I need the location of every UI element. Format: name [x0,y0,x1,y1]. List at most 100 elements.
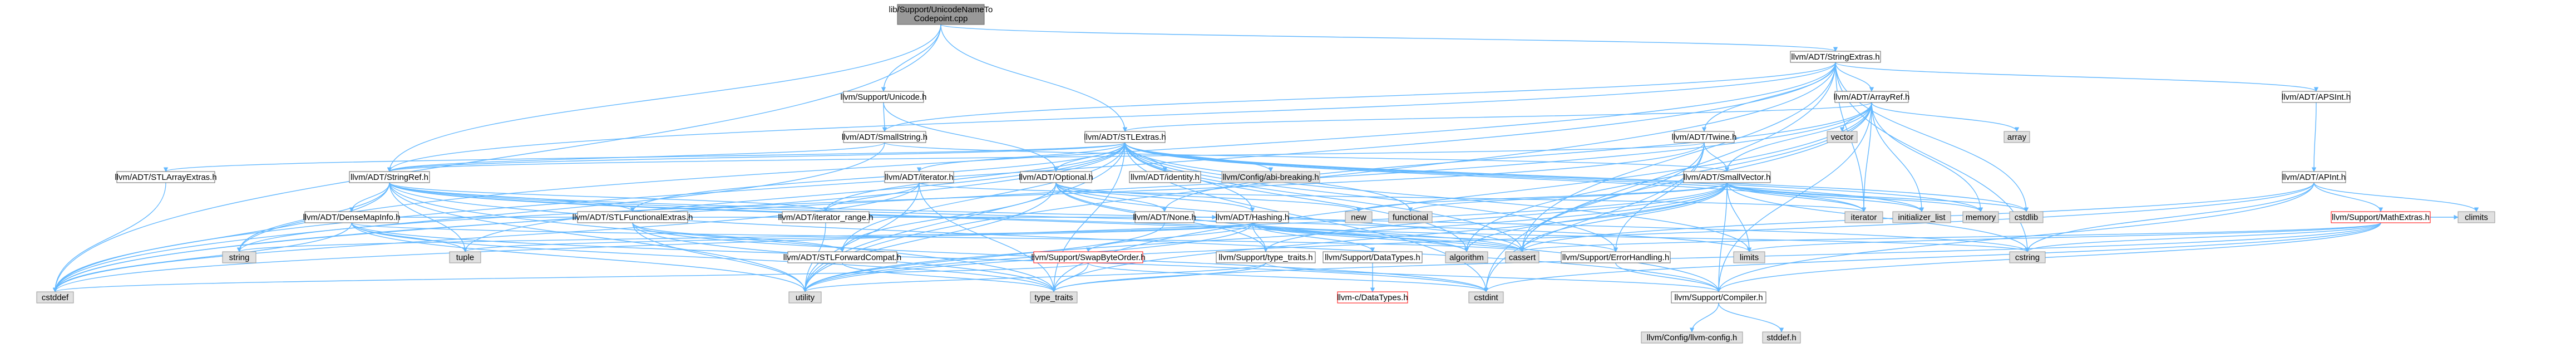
node-stlarrayextras[interactable]: llvm/ADT/STLArrayExtras.h [115,171,217,183]
edge-smallvector-to-compiler [1716,182,1728,292]
edge-densemapinfo-to-utility [351,222,808,292]
node-label-type_traits: type_traits [1034,293,1073,302]
edge-mathextras-to-type_traits [1052,222,2381,292]
node-label-root-1: Codepoint.cpp [914,14,968,23]
node-label-memory: memory [1966,213,1996,222]
node-densemapinfo[interactable]: llvm/ADT/DenseMapInfo.h [303,211,401,223]
node-label-mathextras: llvm/Support/MathExtras.h [2332,213,2430,222]
edge-optional-to-hashing [1055,182,1255,212]
node-label-errorhandling: llvm/Support/ErrorHandling.h [1562,253,1670,262]
node-apsint[interactable]: llvm/ADT/APSInt.h [2282,91,2351,103]
node-twine[interactable]: llvm/ADT/Twine.h [1672,131,1737,143]
node-apint[interactable]: llvm/ADT/APInt.h [2282,171,2346,183]
node-stlforwardcompat[interactable]: llvm/ADT/STLForwardCompat.h [783,251,902,263]
edge-densemapinfo-to-cstddef [52,222,352,292]
edge-smallvector-to-utility [802,182,1728,292]
node-unicode[interactable]: llvm/Support/Unicode.h [840,91,927,103]
node-string: string [222,251,256,263]
node-box-initializerlist [1892,211,1951,223]
edge-stlextras-to-stlforwardcompat [840,142,1126,252]
node-label-initializerlist: initializer_list [1898,213,1946,222]
node-smallstring[interactable]: llvm/ADT/SmallString.h [842,131,927,143]
edge-hashing-to-swapbyteorder [1085,222,1253,252]
edge-twine-to-stringref [387,142,1705,172]
edge-hashing-to-cassert [1252,222,1525,252]
edge-stlextras-to-iteratorrange [823,142,1126,212]
node-compiler[interactable]: llvm/Support/Compiler.h [1671,291,1766,304]
node-stringref[interactable]: llvm/ADT/StringRef.h [349,171,430,183]
node-box-array [2003,131,2030,143]
node-tuple: tuple [449,251,481,263]
node-label-datatypes: llvm/Support/DataTypes.h [1325,253,1420,262]
node-box-vector [1827,131,1858,143]
edge-hashing-to-tuple [463,222,1253,252]
edge-iterator-to-iteratorstd [919,182,1866,212]
edge-smallvector-to-limits [1726,182,1752,252]
node-label-climits: climits [2465,213,2488,222]
edge-stringextras-to-apsint [1835,62,2318,92]
node-mathextras[interactable]: llvm/Support/MathExtras.h [2331,211,2431,223]
node-type_traits: type_traits [1030,291,1078,304]
node-box-smallstring [843,131,926,143]
node-utility: utility [788,291,822,304]
node-box-errorhandling [1561,251,1671,263]
node-swapbyteorder[interactable]: llvm/Support/SwapByteOrder.h [1031,251,1146,263]
node-llvmconfig: llvm/Config/llvm-config.h [1641,331,1743,344]
edge-twine-to-smallvector [1704,142,1730,172]
node-hashing[interactable]: llvm/ADT/Hashing.h [1216,211,1290,223]
edge-compiler-to-llvmconfig [1689,302,1719,332]
edge-stlextras-to-cstdint [1124,142,1489,292]
node-box-optional [1020,171,1092,183]
edge-arrayref-to-memory [1871,102,1983,212]
edge-hashing-to-utility [802,222,1253,292]
edge-optional-to-cassert [1055,182,1525,252]
node-box-datatypes [1322,251,1423,263]
node-box-arrayref [1834,91,1909,103]
edge-smallvector-to-typetraits [1263,182,1728,252]
node-box-string [222,251,256,263]
node-datatypes[interactable]: llvm/Support/DataTypes.h [1322,251,1423,263]
node-none[interactable]: llvm/ADT/None.h [1133,211,1196,223]
node-box-unicode [843,91,924,103]
edge-twine-to-cassert [1519,142,1705,252]
node-typetraits[interactable]: llvm/Support/type_traits.h [1216,251,1316,263]
node-box-stlfunctionalextras [577,211,688,223]
node-box-stddef [1762,331,1801,344]
edge-stringextras-to-smallstring [882,62,1836,132]
edge-root-to-unicode [881,24,941,92]
node-iteratorrange[interactable]: llvm/ADT/iterator_range.h [778,211,874,223]
node-label-array: array [2007,133,2027,142]
edge-hashing-to-typetraits [1252,222,1269,252]
edge-stringextras-to-arrayref [1835,62,1874,92]
node-stlextras[interactable]: llvm/ADT/STLExtras.h [1084,131,1166,143]
edge-root-to-stringref [387,24,941,172]
node-llvmcdatatypes[interactable]: llvm-c/DataTypes.h [1337,291,1408,304]
node-iterator[interactable]: llvm/ADT/iterator.h [884,171,954,183]
node-box-mathextras [2331,211,2431,223]
node-arrayref[interactable]: llvm/ADT/ArrayRef.h [1834,91,1910,103]
node-box-stlextras [1084,131,1166,143]
node-box-cstddef [36,291,74,304]
node-label-unicode: llvm/Support/Unicode.h [840,92,926,102]
node-optional[interactable]: llvm/ADT/Optional.h [1019,171,1093,183]
edge-arrayref-to-array [1871,102,2020,132]
node-label-cstdint: cstdint [1474,293,1498,302]
edge-smallvector-to-cstdlib [1726,182,2029,212]
node-smallvector[interactable]: llvm/ADT/SmallVector.h [1683,171,1771,183]
node-box-llvmconfig [1641,331,1743,344]
edge-smallvector-to-iteratorstd [1726,182,1867,212]
edge-arrayref-to-vector [1839,102,1872,132]
node-label-stlextras: llvm/ADT/STLExtras.h [1084,133,1166,142]
node-limits: limits [1733,251,1765,263]
node-box-cstdlib [2009,211,2044,223]
node-stringextras[interactable]: llvm/ADT/StringExtras.h [1790,51,1881,63]
node-identity[interactable]: llvm/ADT/identity.h [1129,171,1201,183]
edge-swapbyteorder-to-cstdint [1088,262,1488,292]
node-cstddef: cstddef [36,291,74,304]
node-stlfunctionalextras[interactable]: llvm/ADT/STLFunctionalExtras.h [573,211,693,223]
edge-iterator-to-iteratorrange [823,182,920,212]
node-errorhandling[interactable]: llvm/Support/ErrorHandling.h [1561,251,1671,263]
node-label-cstdlib: cstdlib [2015,213,2039,222]
node-label-cassert: cassert [1509,253,1536,262]
